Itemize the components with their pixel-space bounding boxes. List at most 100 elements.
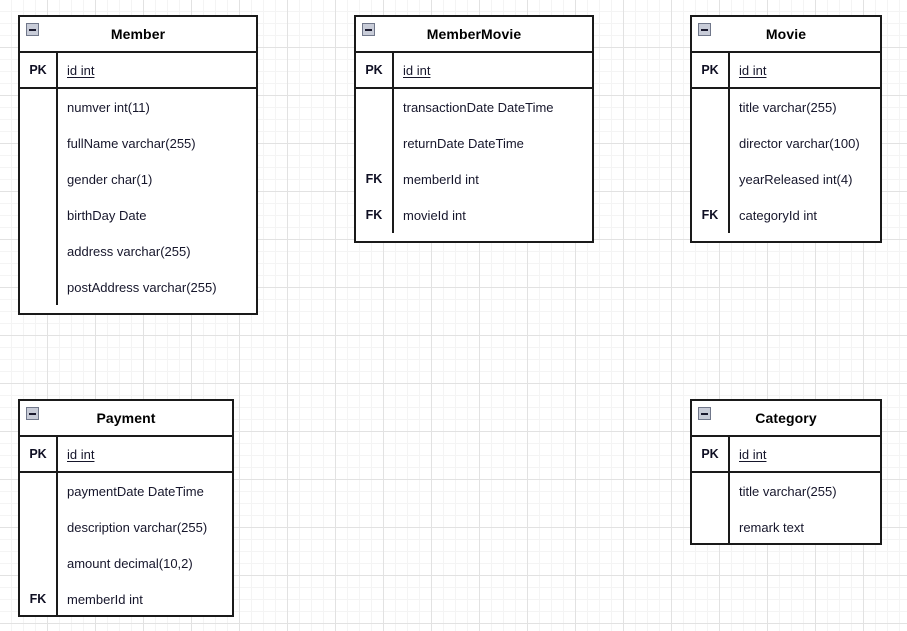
attribute-label: transactionDate DateTime [403, 99, 554, 115]
attribute-label: id int [730, 437, 880, 471]
attribute-label: id int [730, 53, 880, 87]
entity-row[interactable]: postAddress varchar(255) [20, 269, 256, 305]
attribute-label: title varchar(255) [739, 483, 837, 499]
entity-row[interactable]: gender char(1) [20, 161, 256, 197]
key-column-divider [56, 437, 58, 471]
key-indicator [692, 89, 728, 125]
key-indicator [692, 161, 728, 197]
primary-key-label: id int [739, 446, 767, 462]
key-indicator [356, 125, 392, 161]
key-column-divider [392, 197, 394, 233]
key-indicator [20, 269, 56, 305]
attribute-label: paymentDate DateTime [67, 483, 204, 499]
key-indicator: PK [365, 63, 383, 77]
entity-row[interactable]: numver int(11) [20, 89, 256, 125]
entity-row[interactable]: remark text [692, 509, 880, 545]
entity-row-primary-key[interactable]: PK id int [20, 53, 256, 89]
entity-row[interactable]: title varchar(255) [692, 473, 880, 509]
attribute-label: amount decimal(10,2) [67, 555, 193, 571]
key-indicator [692, 509, 728, 545]
attribute-label: director varchar(100) [739, 135, 860, 151]
key-column-divider [392, 53, 394, 87]
entity-row-primary-key[interactable]: PK id int [692, 437, 880, 473]
attribute-label: id int [58, 53, 256, 87]
attribute-block: numver int(11) fullName varchar(255) gende… [20, 89, 256, 305]
key-column-divider [728, 125, 730, 161]
collapse-minus-icon[interactable] [362, 23, 375, 36]
key-column-divider [56, 581, 58, 617]
attribute-label: fullName varchar(255) [67, 135, 196, 151]
key-indicator [356, 89, 392, 125]
attribute-label: postAddress varchar(255) [67, 279, 217, 295]
key-indicator: FK [365, 208, 383, 222]
key-indicator [692, 473, 728, 509]
key-column-divider [56, 53, 58, 87]
primary-key-label: id int [739, 62, 767, 78]
attribute-label: returnDate DateTime [403, 135, 524, 151]
entity-row[interactable]: FK movieId int [356, 197, 592, 233]
key-column-divider [728, 509, 730, 545]
key-indicator: PK [29, 447, 47, 461]
entity-row[interactable]: yearReleased int(4) [692, 161, 880, 197]
entity-row[interactable]: returnDate DateTime [356, 125, 592, 161]
entity-row[interactable]: address varchar(255) [20, 233, 256, 269]
entity-row[interactable]: title varchar(255) [692, 89, 880, 125]
entity-row[interactable]: fullName varchar(255) [20, 125, 256, 161]
attribute-label: description varchar(255) [67, 519, 208, 535]
key-indicator: PK [29, 63, 47, 77]
entity-row[interactable]: birthDay Date [20, 197, 256, 233]
entity-title-text: MemberMovie [426, 26, 522, 42]
entity-title-bar: MemberMovie [356, 17, 592, 53]
collapse-minus-icon[interactable] [698, 407, 711, 420]
attribute-label: id int [394, 53, 592, 87]
key-column-divider [56, 509, 58, 545]
attribute-label: address varchar(255) [67, 243, 191, 259]
collapse-minus-icon[interactable] [26, 407, 39, 420]
entity-row-primary-key[interactable]: PK id int [356, 53, 592, 89]
entity-row[interactable]: amount decimal(10,2) [20, 545, 232, 581]
key-column-divider [728, 473, 730, 509]
key-indicator [20, 509, 56, 545]
attribute-block: title varchar(255) remark text [692, 473, 880, 545]
key-indicator [20, 161, 56, 197]
key-indicator: PK [701, 447, 719, 461]
key-indicator: PK [701, 63, 719, 77]
attribute-label: gender char(1) [67, 171, 153, 187]
collapse-minus-icon[interactable] [698, 23, 711, 36]
primary-key-label: id int [67, 446, 95, 462]
key-column-divider [728, 197, 730, 233]
key-indicator [20, 125, 56, 161]
attribute-label: memberId int [67, 591, 143, 607]
entity-row[interactable]: description varchar(255) [20, 509, 232, 545]
attribute-block: paymentDate DateTime description varchar(… [20, 473, 232, 617]
entity-title-text: Member [110, 26, 166, 42]
entity-row[interactable]: transactionDate DateTime [356, 89, 592, 125]
key-column-divider [56, 545, 58, 581]
entity-title-text: Movie [765, 26, 807, 42]
attribute-block: title varchar(255) director varchar(100) y… [692, 89, 880, 233]
attribute-label: yearReleased int(4) [739, 171, 853, 187]
entity-row[interactable]: director varchar(100) [692, 125, 880, 161]
attribute-label: memberId int [403, 171, 479, 187]
attribute-label: movieId int [403, 207, 466, 223]
key-indicator: FK [701, 208, 719, 222]
collapse-minus-icon[interactable] [26, 23, 39, 36]
entity-title-bar: Member [20, 17, 256, 53]
entity-row[interactable]: paymentDate DateTime [20, 473, 232, 509]
entity-row-primary-key[interactable]: PK id int [692, 53, 880, 89]
key-column-divider [56, 125, 58, 161]
attribute-label: numver int(11) [67, 99, 150, 115]
entity-row-primary-key[interactable]: PK id int [20, 437, 232, 473]
key-indicator [20, 233, 56, 269]
key-column-divider [728, 53, 730, 87]
attribute-block: transactionDate DateTime returnDate DateT… [356, 89, 592, 233]
key-column-divider [392, 89, 394, 125]
